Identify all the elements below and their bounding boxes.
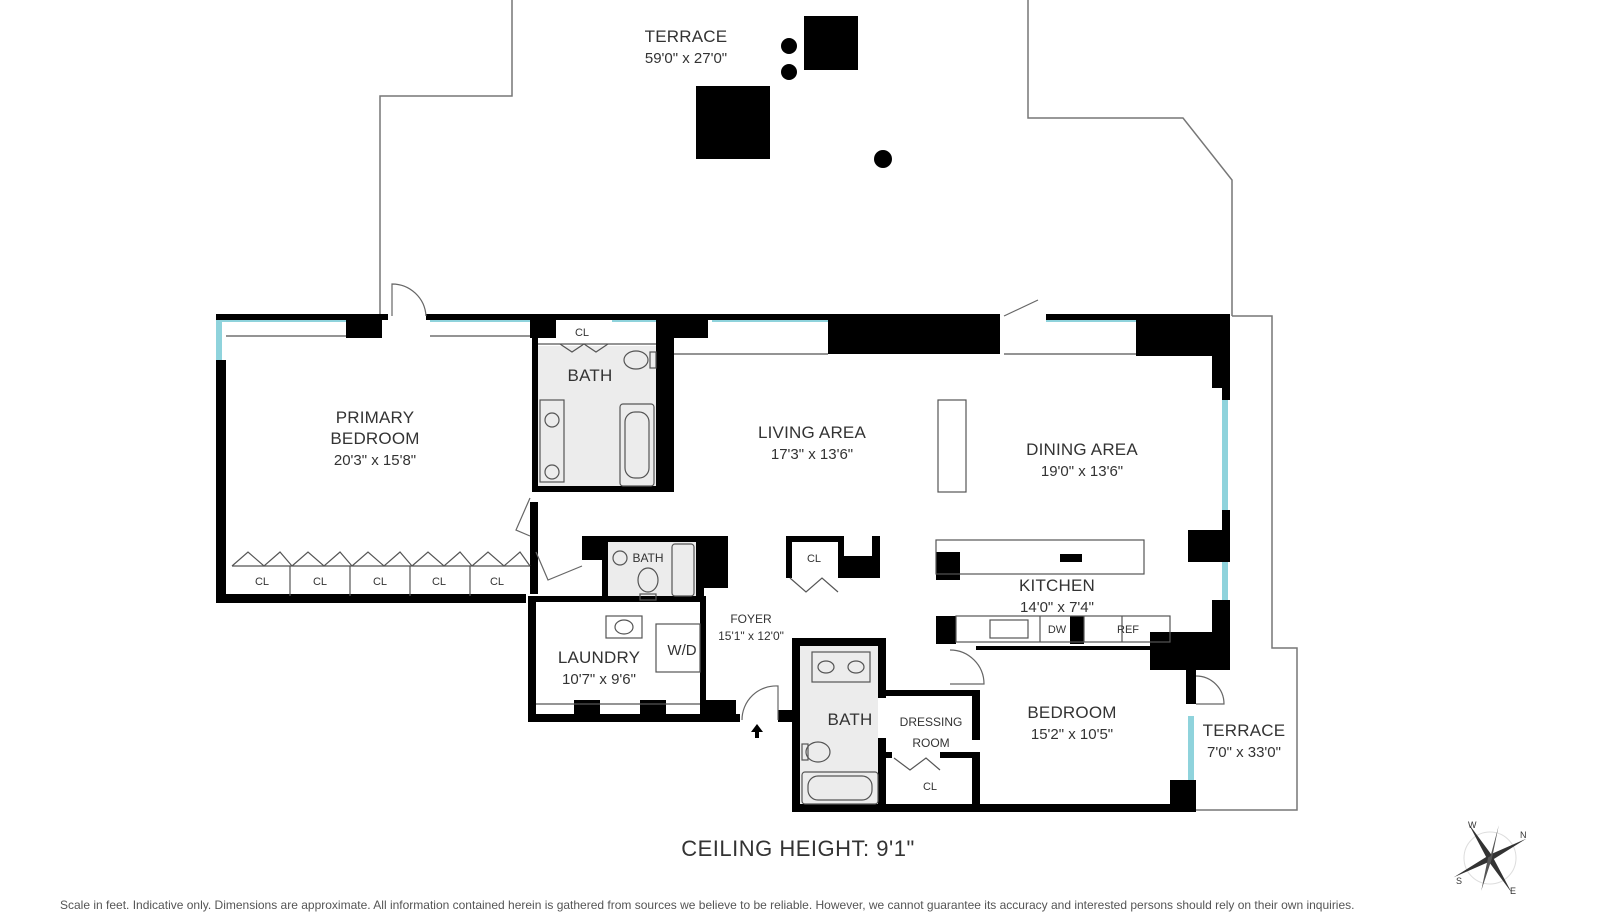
foyer-closet-label: CL <box>807 553 821 565</box>
entrance-arrow <box>751 724 763 738</box>
disclaimer-text: Scale in feet. Indicative only. Dimensio… <box>60 898 1355 912</box>
primary-bath-name: BATH <box>568 366 613 385</box>
primary-bedroom-name-2: BEDROOM <box>330 429 419 448</box>
primary-bedroom-closet-1: CL <box>255 576 269 588</box>
compass-w: W <box>1468 820 1477 830</box>
primary-bedroom-name-1: PRIMARY <box>336 408 415 427</box>
terrace-top-name: TERRACE <box>645 27 728 46</box>
primary-bath-closet-label: CL <box>575 327 589 339</box>
bedroom-bath-name: BATH <box>828 710 873 729</box>
kitchen-dims: 14'0" x 7'4" <box>1020 599 1094 616</box>
terrace-top-dims: 59'0" x 27'0" <box>645 50 727 67</box>
primary-bedroom-closet-4: CL <box>432 576 446 588</box>
dressing-room-name-2: ROOM <box>912 736 949 750</box>
door-swings <box>391 283 1225 721</box>
living-area-name: LIVING AREA <box>758 423 866 442</box>
kitchen-name: KITCHEN <box>1019 576 1095 595</box>
terrace-right-name: TERRACE <box>1203 721 1286 740</box>
kitchen-counters <box>935 399 1171 643</box>
interior-walls <box>528 314 1196 808</box>
refrigerator-label: REF <box>1117 624 1139 636</box>
terrace-right-outline <box>1196 315 1298 811</box>
dressing-closet-label: CL <box>923 781 937 793</box>
closet-doors <box>231 343 941 771</box>
appliance-labels: W/D DW REF <box>667 624 1139 659</box>
dishwasher-label: DW <box>1048 624 1067 636</box>
foyer-name: FOYER <box>730 612 772 626</box>
terrace-right-dims: 7'0" x 33'0" <box>1207 744 1281 761</box>
dining-area-name: DINING AREA <box>1026 440 1138 459</box>
terrace-top-outline <box>379 0 1233 316</box>
compass-e: E <box>1510 886 1516 896</box>
bedroom-name: BEDROOM <box>1027 703 1116 722</box>
terrace-obstacles <box>696 16 892 168</box>
living-area-dims: 17'3" x 13'6" <box>771 446 853 463</box>
room-outlines <box>226 335 1136 705</box>
washer-dryer-label: W/D <box>667 642 696 659</box>
bath-fixtures <box>539 350 879 805</box>
small-bath-name: BATH <box>632 551 663 565</box>
room-labels: TERRACE 59'0" x 27'0" PRIMARY BEDROOM 20… <box>330 27 1285 761</box>
exterior-walls <box>216 314 1230 812</box>
foyer-dims: 15'1" x 12'0" <box>718 629 784 643</box>
laundry-name: LAUNDRY <box>558 648 640 667</box>
closet-labels: CL CL CL CL CL CL CL CL <box>255 327 937 793</box>
compass-icon: W N S E <box>1453 820 1527 896</box>
laundry-dims: 10'7" x 9'6" <box>562 671 636 688</box>
dining-area-dims: 19'0" x 13'6" <box>1041 463 1123 480</box>
compass-n: N <box>1520 830 1527 840</box>
primary-bedroom-dims: 20'3" x 15'8" <box>334 452 416 469</box>
dressing-room-name-1: DRESSING <box>900 715 963 729</box>
ceiling-height: CEILING HEIGHT: 9'1" <box>681 836 915 861</box>
bedroom-dims: 15'2" x 10'5" <box>1031 726 1113 743</box>
primary-bedroom-closet-5: CL <box>490 576 504 588</box>
primary-bedroom-closet-3: CL <box>373 576 387 588</box>
compass-s: S <box>1456 876 1462 886</box>
primary-bedroom-closet-2: CL <box>313 576 327 588</box>
